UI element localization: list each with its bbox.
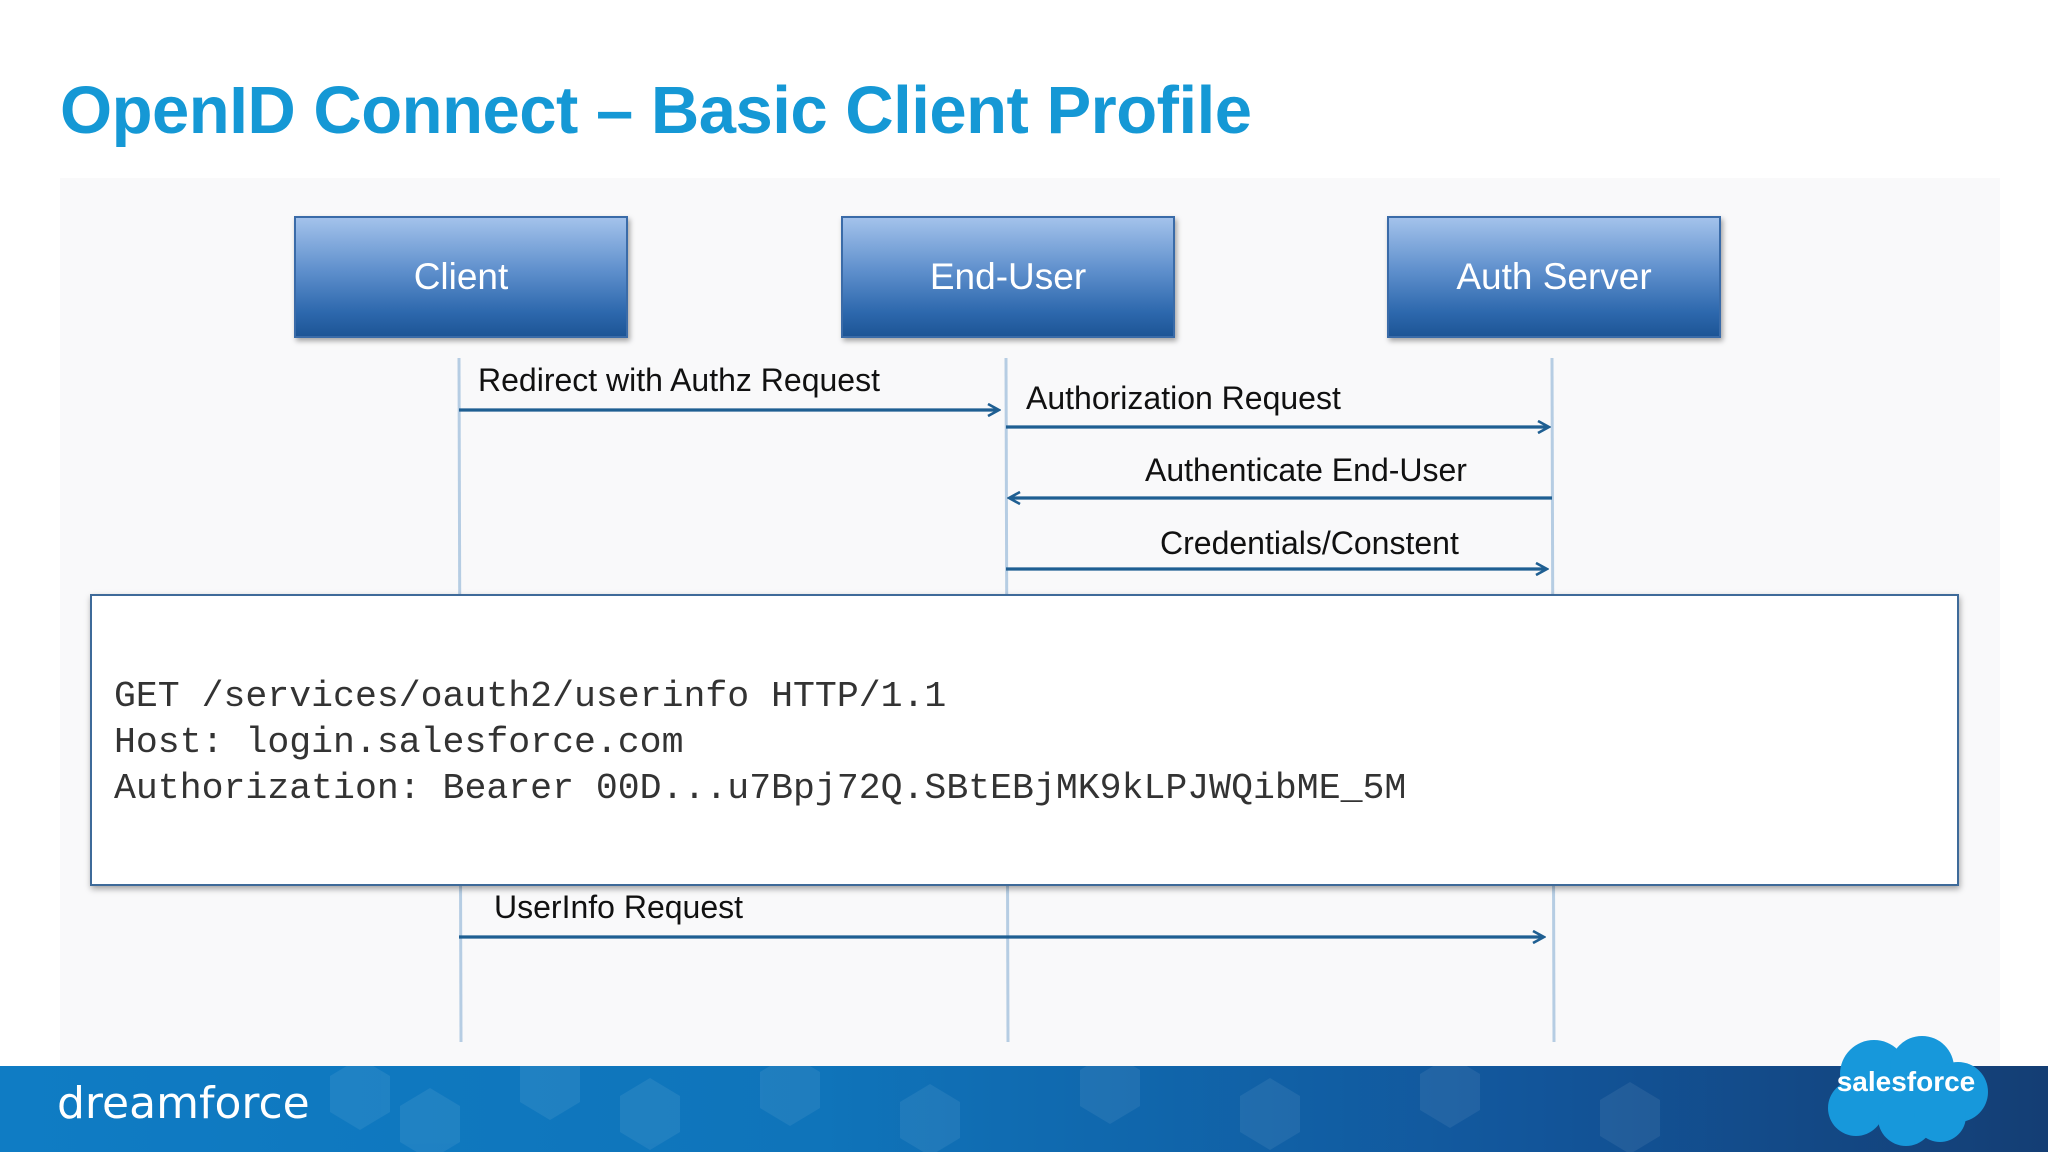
dreamforce-logo: dreamforce — [57, 1078, 310, 1129]
slide-title: OpenID Connect – Basic Client Profile — [60, 73, 1252, 148]
actor-end-user: End-User — [841, 216, 1175, 338]
code-line-request: GET /services/oauth2/userinfo HTTP/1.1 — [114, 676, 947, 717]
footer-bar: dreamforce — [0, 1066, 2048, 1152]
actor-auth-server: Auth Server — [1387, 216, 1721, 338]
message-label-credentials: Credentials/Constent — [1160, 525, 1459, 561]
code-callout: GET /services/oauth2/userinfo HTTP/1.1 H… — [90, 594, 1959, 886]
salesforce-cloud-logo — [1828, 1036, 1988, 1146]
message-label-redirect: Redirect with Authz Request — [478, 362, 880, 398]
footer-hex-pattern — [330, 1066, 1660, 1152]
code-line-authorization: Authorization: Bearer 00D...u7Bpj72Q.SBt… — [114, 768, 1407, 809]
code-line-host: Host: login.salesforce.com — [114, 722, 684, 763]
salesforce-logo-text: salesforce — [1836, 1066, 1976, 1097]
message-label-authenticate: Authenticate End-User — [1145, 452, 1467, 488]
actor-client: Client — [294, 216, 628, 338]
message-label-authorization-request: Authorization Request — [1026, 380, 1341, 416]
message-label-userinfo: UserInfo Request — [494, 889, 744, 925]
